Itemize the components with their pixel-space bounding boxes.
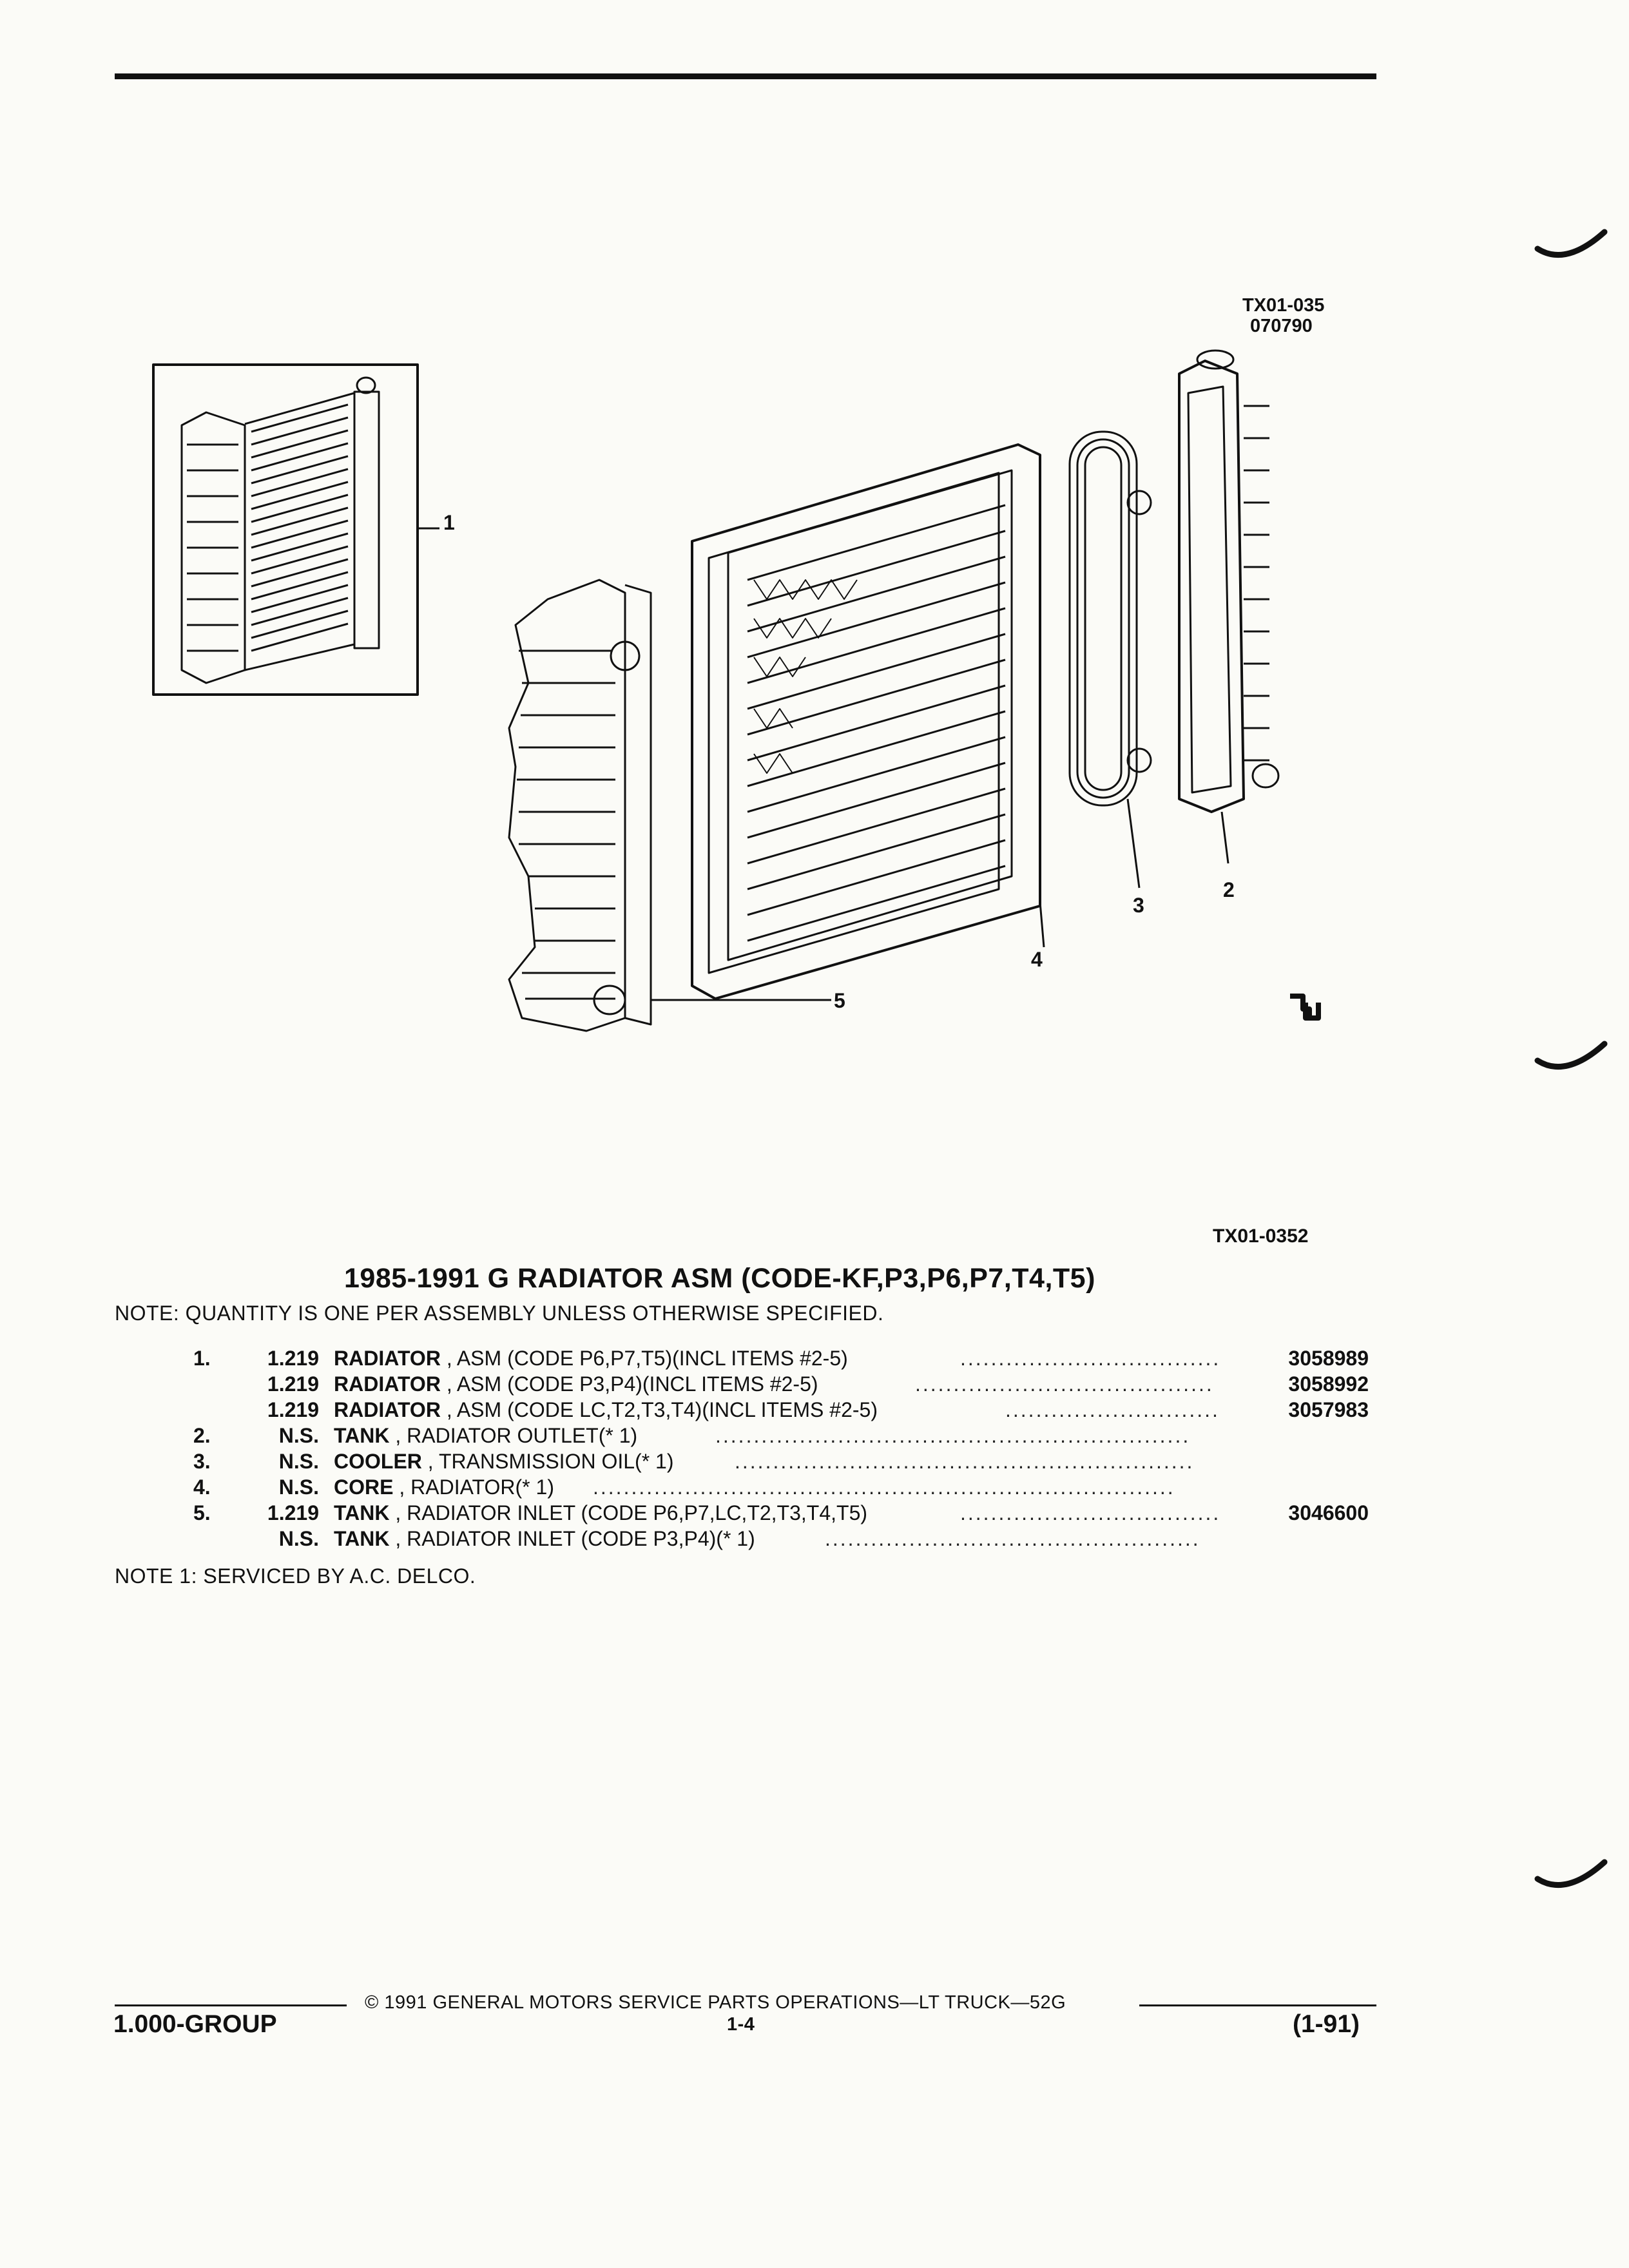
binder-mark — [1534, 1041, 1608, 1070]
core-item-4 — [691, 443, 1045, 1000]
figure-ref-code: TX01-035 — [1242, 295, 1325, 316]
part-number: 3057983 — [1288, 1398, 1369, 1421]
part-name: RADIATOR — [334, 1372, 441, 1396]
group-code: N.S. — [278, 1424, 319, 1447]
part-description: TANK , RADIATOR OUTLET(* 1) — [334, 1424, 637, 1448]
leader-dots: ............................ — [1005, 1398, 1220, 1421]
parts-row: ........................................… — [0, 1424, 1629, 1450]
part-description: TANK , RADIATOR INLET (CODE P3,P4)(* 1) — [334, 1527, 755, 1551]
part-description: RADIATOR , ASM (CODE P6,P7,T5)(INCL ITEM… — [334, 1347, 848, 1370]
group-code: N.S. — [278, 1527, 319, 1550]
leader-dots: ....................................... — [915, 1372, 1214, 1396]
group-code: N.S. — [278, 1475, 319, 1499]
part-name: RADIATOR — [334, 1347, 441, 1370]
part-name: CORE — [334, 1475, 394, 1499]
part-name: RADIATOR — [334, 1398, 441, 1421]
parts-list: .................................. 1. 1.… — [0, 1347, 1629, 1579]
part-detail: , ASM (CODE LC,T2,T3,T4)(INCL ITEMS #2-5… — [440, 1398, 878, 1421]
parts-row: .................................. 1. 1.… — [0, 1347, 1629, 1372]
leader-dots: .................................. — [960, 1347, 1221, 1370]
callout-1: 1 — [443, 511, 455, 534]
part-description: TANK , RADIATOR INLET (CODE P6,P7,LC,T2,… — [334, 1501, 867, 1525]
leader-dots: ........................................… — [715, 1424, 1191, 1447]
leader-dots: ........................................… — [593, 1475, 1175, 1499]
inset-assembled-radiator — [152, 363, 439, 696]
part-detail: , ASM (CODE P3,P4)(INCL ITEMS #2-5) — [440, 1372, 818, 1396]
parts-row: ............................ 1.219 RADIA… — [0, 1398, 1629, 1424]
outlet-tank-item-2 — [1178, 349, 1280, 864]
part-description: COOLER , TRANSMISSION OIL(* 1) — [334, 1450, 673, 1474]
figure-ref-date: 070790 — [1250, 316, 1313, 336]
group-code: 1.219 — [267, 1398, 319, 1421]
radiator-exploded-illustration: 1 2 3 4 5 — [152, 349, 1321, 1032]
footer-date: (1-91) — [1293, 2010, 1360, 2038]
part-detail: , ASM (CODE P6,P7,T5)(INCL ITEMS #2-5) — [440, 1347, 848, 1370]
parts-row: ........................................… — [0, 1527, 1629, 1553]
leader-dots: .................................. — [960, 1501, 1221, 1524]
item-number: 4. — [193, 1475, 211, 1499]
binder-mark — [1534, 1859, 1608, 1888]
parts-row: ........................................… — [0, 1450, 1629, 1475]
callout-2: 2 — [1223, 878, 1235, 901]
item-number: 3. — [193, 1450, 211, 1473]
footer-rule-right — [1139, 2004, 1376, 2006]
binder-mark — [1534, 229, 1608, 258]
item-number: 1. — [193, 1347, 211, 1370]
leader-dots: ........................................… — [825, 1527, 1200, 1550]
leader-dots: ........................................… — [735, 1450, 1195, 1473]
part-name: TANK — [334, 1424, 390, 1447]
figure-ref-top: TX01-035 070790 — [1242, 295, 1324, 336]
page-title: 1985-1991 G RADIATOR ASM (CODE-KF,P3,P6,… — [344, 1263, 1095, 1294]
callout-3: 3 — [1133, 894, 1144, 917]
part-number: 3058992 — [1288, 1372, 1369, 1396]
part-name: COOLER — [334, 1450, 422, 1473]
header-rule — [115, 73, 1376, 79]
item-number: 5. — [193, 1501, 211, 1524]
part-name: TANK — [334, 1527, 390, 1550]
part-name: TANK — [334, 1501, 390, 1524]
part-detail: , RADIATOR OUTLET(* 1) — [389, 1424, 638, 1447]
parts-row: .................................. 5. 1.… — [0, 1501, 1629, 1527]
group-code: 1.219 — [267, 1501, 319, 1524]
footer-rule-left — [115, 2004, 347, 2006]
part-detail: , RADIATOR(* 1) — [393, 1475, 554, 1499]
item-number: 2. — [193, 1424, 211, 1447]
footer-copyright: © 1991 GENERAL MOTORS SERVICE PARTS OPER… — [365, 1992, 1066, 2013]
footer-group: 1.000-GROUP — [113, 2010, 277, 2038]
parts-row: ........................................… — [0, 1475, 1629, 1501]
inlet-tank-item-5 — [508, 579, 831, 1032]
part-description: CORE , RADIATOR(* 1) — [334, 1475, 554, 1499]
parts-row: ....................................... … — [0, 1372, 1629, 1398]
part-detail: , RADIATOR INLET (CODE P6,P7,LC,T2,T3,T4… — [389, 1501, 868, 1524]
group-code: 1.219 — [267, 1372, 319, 1396]
part-detail: , TRANSMISSION OIL(* 1) — [421, 1450, 674, 1473]
note-quantity: NOTE: QUANTITY IS ONE PER ASSEMBLY UNLES… — [115, 1302, 884, 1325]
part-number: 3058989 — [1288, 1347, 1369, 1370]
group-code: 1.219 — [267, 1347, 319, 1370]
note-serviced: NOTE 1: SERVICED BY A.C. DELCO. — [115, 1564, 476, 1588]
part-description: RADIATOR , ASM (CODE P3,P4)(INCL ITEMS #… — [334, 1372, 818, 1396]
oil-cooler-item-3 — [1068, 430, 1152, 889]
part-description: RADIATOR , ASM (CODE LC,T2,T3,T4)(INCL I… — [334, 1398, 878, 1422]
figure-id: TX01-0352 — [1213, 1225, 1309, 1247]
footer-page-number: 1-4 — [727, 2014, 755, 2035]
part-number: 3046600 — [1288, 1501, 1369, 1524]
callout-5: 5 — [834, 989, 845, 1012]
part-detail: , RADIATOR INLET (CODE P3,P4)(* 1) — [389, 1527, 755, 1550]
callout-4: 4 — [1031, 948, 1043, 971]
group-code: N.S. — [278, 1450, 319, 1473]
